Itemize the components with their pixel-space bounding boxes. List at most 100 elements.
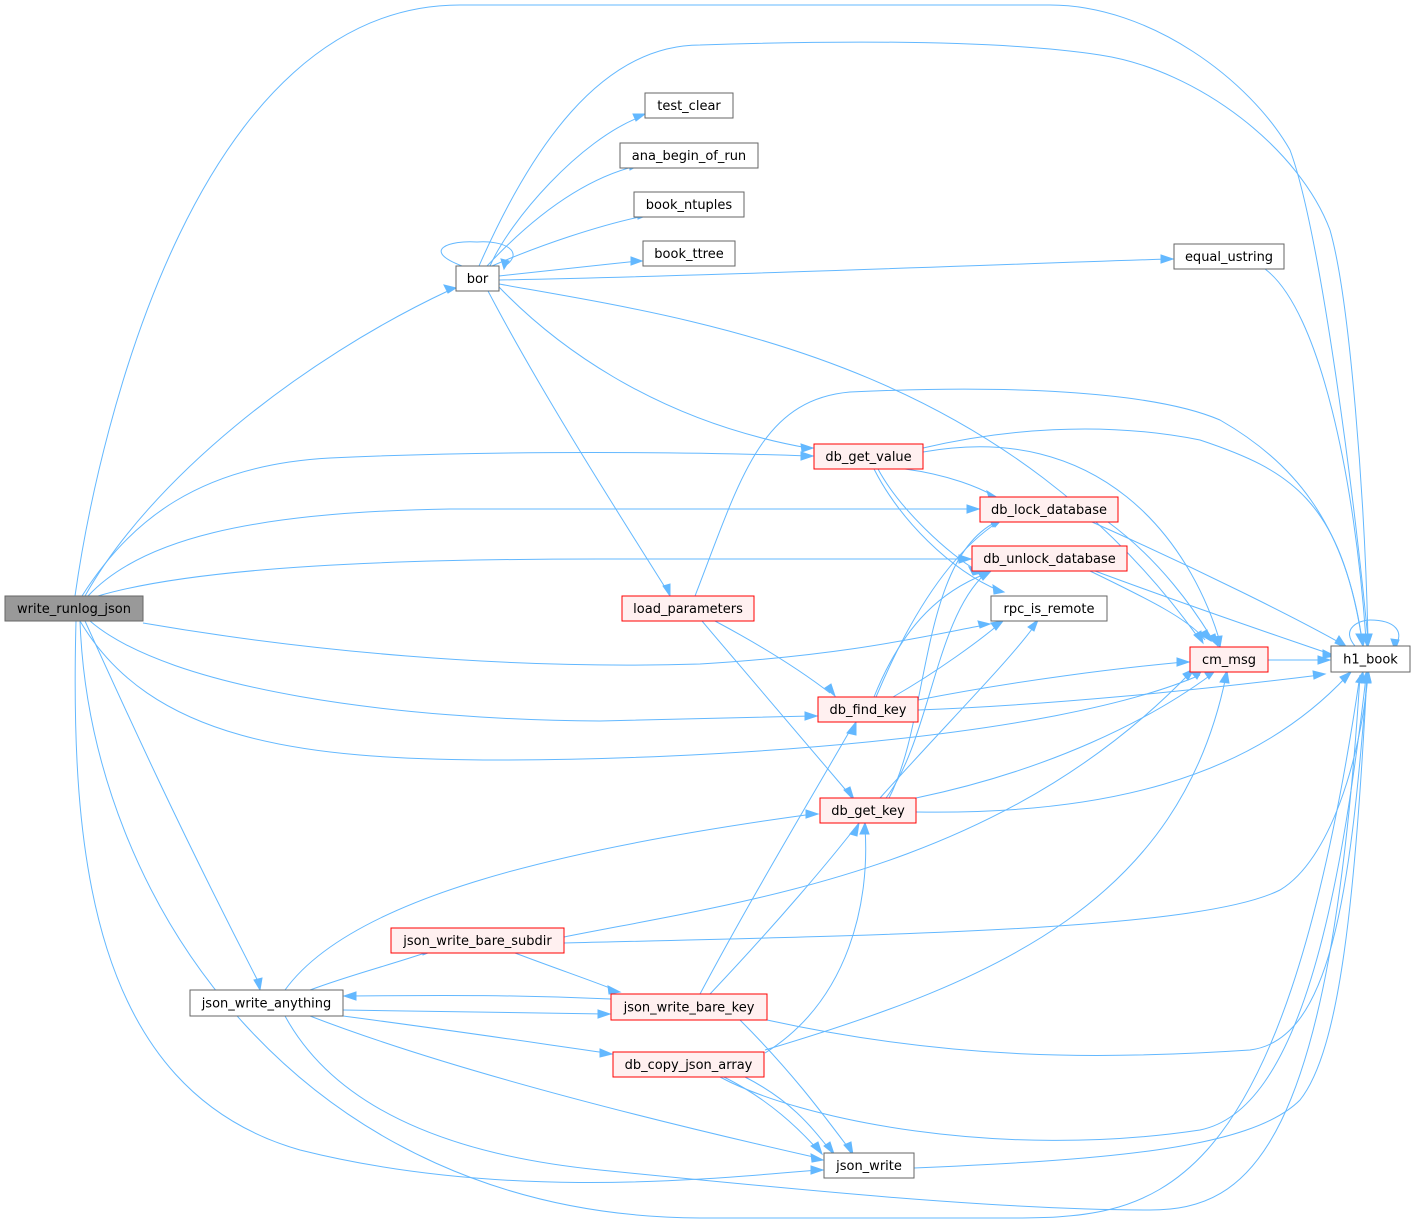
arrowhead — [1355, 633, 1367, 648]
call-edge — [1268, 655, 1332, 665]
node-label: json_write_bare_key — [623, 1001, 755, 1016]
call-edge-line — [142, 622, 986, 666]
call-edge-line — [79, 620, 1361, 1219]
call-edge-line — [1089, 570, 1206, 641]
call-edge — [892, 620, 1005, 698]
node-box — [612, 1051, 765, 1078]
call-edge — [744, 1076, 836, 1156]
call-edge-line — [744, 1076, 831, 1151]
call-edge-line — [87, 508, 974, 597]
node-box — [971, 545, 1128, 572]
arrowhead — [500, 258, 510, 271]
node-json-write-bare-subdir[interactable]: json_write_bare_subdir — [390, 927, 565, 954]
arrowhead — [823, 1141, 836, 1156]
arrowhead — [810, 1153, 825, 1163]
node-db-lock-database[interactable]: db_lock_database — [979, 496, 1119, 523]
call-edge-line — [701, 620, 851, 796]
arrowhead — [342, 991, 357, 1001]
call-edge — [764, 821, 870, 1054]
node-json-write-bare-key[interactable]: json_write_bare_key — [610, 993, 768, 1021]
call-edge — [885, 570, 993, 799]
node-equal-ustring[interactable]: equal_ustring — [1173, 243, 1285, 270]
node-book-ntuples[interactable]: book_ntuples — [633, 191, 745, 218]
call-edge-line — [917, 674, 1321, 711]
call-edge — [342, 1009, 612, 1019]
node-db-get-value[interactable]: db_get_value — [813, 443, 924, 470]
arrowhead — [846, 720, 857, 736]
call-edge — [79, 620, 1365, 1219]
node-rpc-is-remote[interactable]: rpc_is_remote — [990, 595, 1108, 622]
call-edge-line — [440, 241, 514, 267]
call-edge — [913, 668, 1372, 1169]
call-edge-line — [1264, 268, 1367, 641]
call-edge — [714, 620, 837, 698]
node-ana-begin-of-run[interactable]: ana_begin_of_run — [619, 142, 759, 169]
call-edge — [489, 113, 647, 267]
call-edge-line — [514, 952, 616, 991]
node-db-copy-json-array[interactable]: db_copy_json_array — [612, 1051, 765, 1078]
call-edge — [309, 947, 435, 991]
node-book-ttree[interactable]: book_ttree — [642, 240, 736, 267]
node-write-runlog-json[interactable]: write_runlog_json — [4, 595, 144, 622]
arrowhead — [662, 583, 671, 598]
call-edge — [342, 1015, 614, 1058]
call-edge-line — [915, 675, 1348, 813]
node-label: test_clear — [657, 99, 721, 114]
arrowhead — [1219, 669, 1230, 684]
call-edge — [701, 620, 855, 801]
call-edge — [1094, 570, 1337, 659]
node-load-parameters[interactable]: load_parameters — [621, 595, 755, 622]
node-db-find-key[interactable]: db_find_key — [817, 696, 919, 723]
call-edge — [89, 620, 819, 722]
call-nodes: write_runlog_json bor test_clear ana_begin_… — [4, 92, 1411, 1179]
call-edge-line — [915, 673, 1213, 799]
arrowhead — [607, 985, 622, 995]
node-h1-book[interactable]: h1_book — [1330, 645, 1411, 673]
arrowhead — [1027, 618, 1040, 632]
node-box — [813, 443, 924, 470]
node-test-clear[interactable]: test_clear — [644, 92, 734, 119]
call-edge-line — [81, 452, 809, 597]
call-edge-line — [739, 1019, 851, 1151]
call-edge-line — [875, 521, 999, 698]
node-box — [644, 92, 734, 119]
call-edge — [719, 669, 1371, 1141]
arrowhead — [1317, 655, 1332, 665]
call-edge-line — [1091, 521, 1343, 645]
node-box — [1173, 243, 1285, 270]
node-label: db_lock_database — [991, 503, 1107, 518]
node-bor[interactable]: bor — [455, 265, 500, 292]
node-db-get-key[interactable]: db_get_key — [819, 797, 917, 824]
arrowhead — [810, 1141, 823, 1156]
node-label: equal_ustring — [1185, 250, 1273, 265]
call-edge — [563, 668, 1372, 944]
call-edge — [498, 256, 644, 277]
node-label: json_write_bare_subdir — [402, 934, 552, 949]
call-edge — [309, 1015, 825, 1163]
node-box — [823, 1152, 915, 1179]
node-box — [390, 927, 565, 954]
node-cm-msg[interactable]: cm_msg — [1189, 646, 1269, 673]
node-label: json_write — [835, 1159, 902, 1174]
arrowhead — [804, 711, 819, 721]
call-edge-line — [904, 468, 995, 497]
call-edge — [514, 952, 622, 995]
node-label: db_find_key — [830, 703, 907, 718]
call-edge-line — [309, 1015, 819, 1159]
call-edge-line — [699, 726, 853, 995]
node-box — [633, 191, 745, 218]
node-label: ana_begin_of_run — [632, 149, 746, 164]
call-edge — [87, 504, 981, 597]
node-json-write[interactable]: json_write — [823, 1152, 915, 1179]
arrowhead — [1207, 633, 1219, 648]
node-label: db_get_value — [825, 450, 911, 465]
call-edge — [79, 620, 1205, 761]
call-edge — [142, 620, 992, 666]
call-edge-line — [489, 116, 641, 267]
call-edge — [915, 667, 1218, 799]
node-db-unlock-database[interactable]: db_unlock_database — [971, 545, 1128, 572]
node-box — [1189, 646, 1269, 673]
call-edge-line — [84, 620, 261, 986]
node-json-write-anything[interactable]: json_write_anything — [189, 989, 344, 1017]
call-edge-line — [348, 994, 612, 1000]
